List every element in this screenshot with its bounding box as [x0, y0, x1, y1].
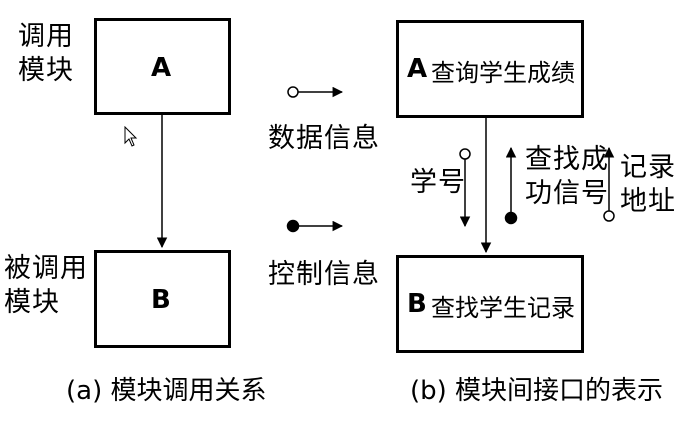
caller-label-line-2: 模块 — [18, 55, 74, 86]
found-flag-line-1: 查找成 — [525, 144, 609, 175]
param-found-flag-arrow — [504, 146, 518, 225]
query-grades-label: 查询学生成绩 — [431, 59, 575, 87]
module-b-box: B — [94, 250, 231, 348]
record-addr-line-1: 记录 — [620, 152, 676, 183]
find-record-label: 查找学生记录 — [431, 294, 575, 322]
param-student-id-label: 学号 — [410, 167, 466, 198]
legend-control-info-symbol — [286, 219, 344, 233]
legend-data-info-label: 数据信息 — [268, 123, 380, 154]
callee-module-label: 被调用 模块 — [4, 252, 88, 320]
record-addr-line-2: 地址 — [620, 186, 676, 217]
caller-label-line-1: 调用 — [18, 21, 74, 52]
param-record-addr-label: 记录 地址 — [620, 151, 676, 219]
callee-label-line-1: 被调用 — [4, 253, 88, 284]
module-a-label: A — [151, 53, 172, 83]
caption-b: (b) 模块间接口的表示 — [410, 376, 664, 406]
callee-label-line-2: 模块 — [4, 287, 60, 318]
mouse-cursor-icon — [124, 126, 138, 147]
legend-control-info-label: 控制信息 — [268, 259, 380, 290]
caller-module-label: 调用 模块 — [18, 20, 74, 88]
found-flag-line-2: 功信号 — [525, 178, 609, 209]
module-b-label: B — [151, 285, 171, 315]
module-a-box: A — [94, 18, 231, 115]
param-record-addr-arrow — [603, 146, 615, 222]
find-record-module-box: B 查找学生记录 — [396, 255, 584, 353]
find-record-prefix: B — [407, 289, 427, 319]
query-grades-prefix: A — [407, 54, 428, 84]
caption-a: (a) 模块调用关系 — [66, 376, 267, 406]
query-grades-module-box: A 查询学生成绩 — [396, 20, 584, 118]
param-found-flag-label: 查找成 功信号 — [525, 143, 609, 211]
param-student-id-arrow — [459, 148, 471, 228]
legend-data-info-symbol — [287, 86, 344, 98]
